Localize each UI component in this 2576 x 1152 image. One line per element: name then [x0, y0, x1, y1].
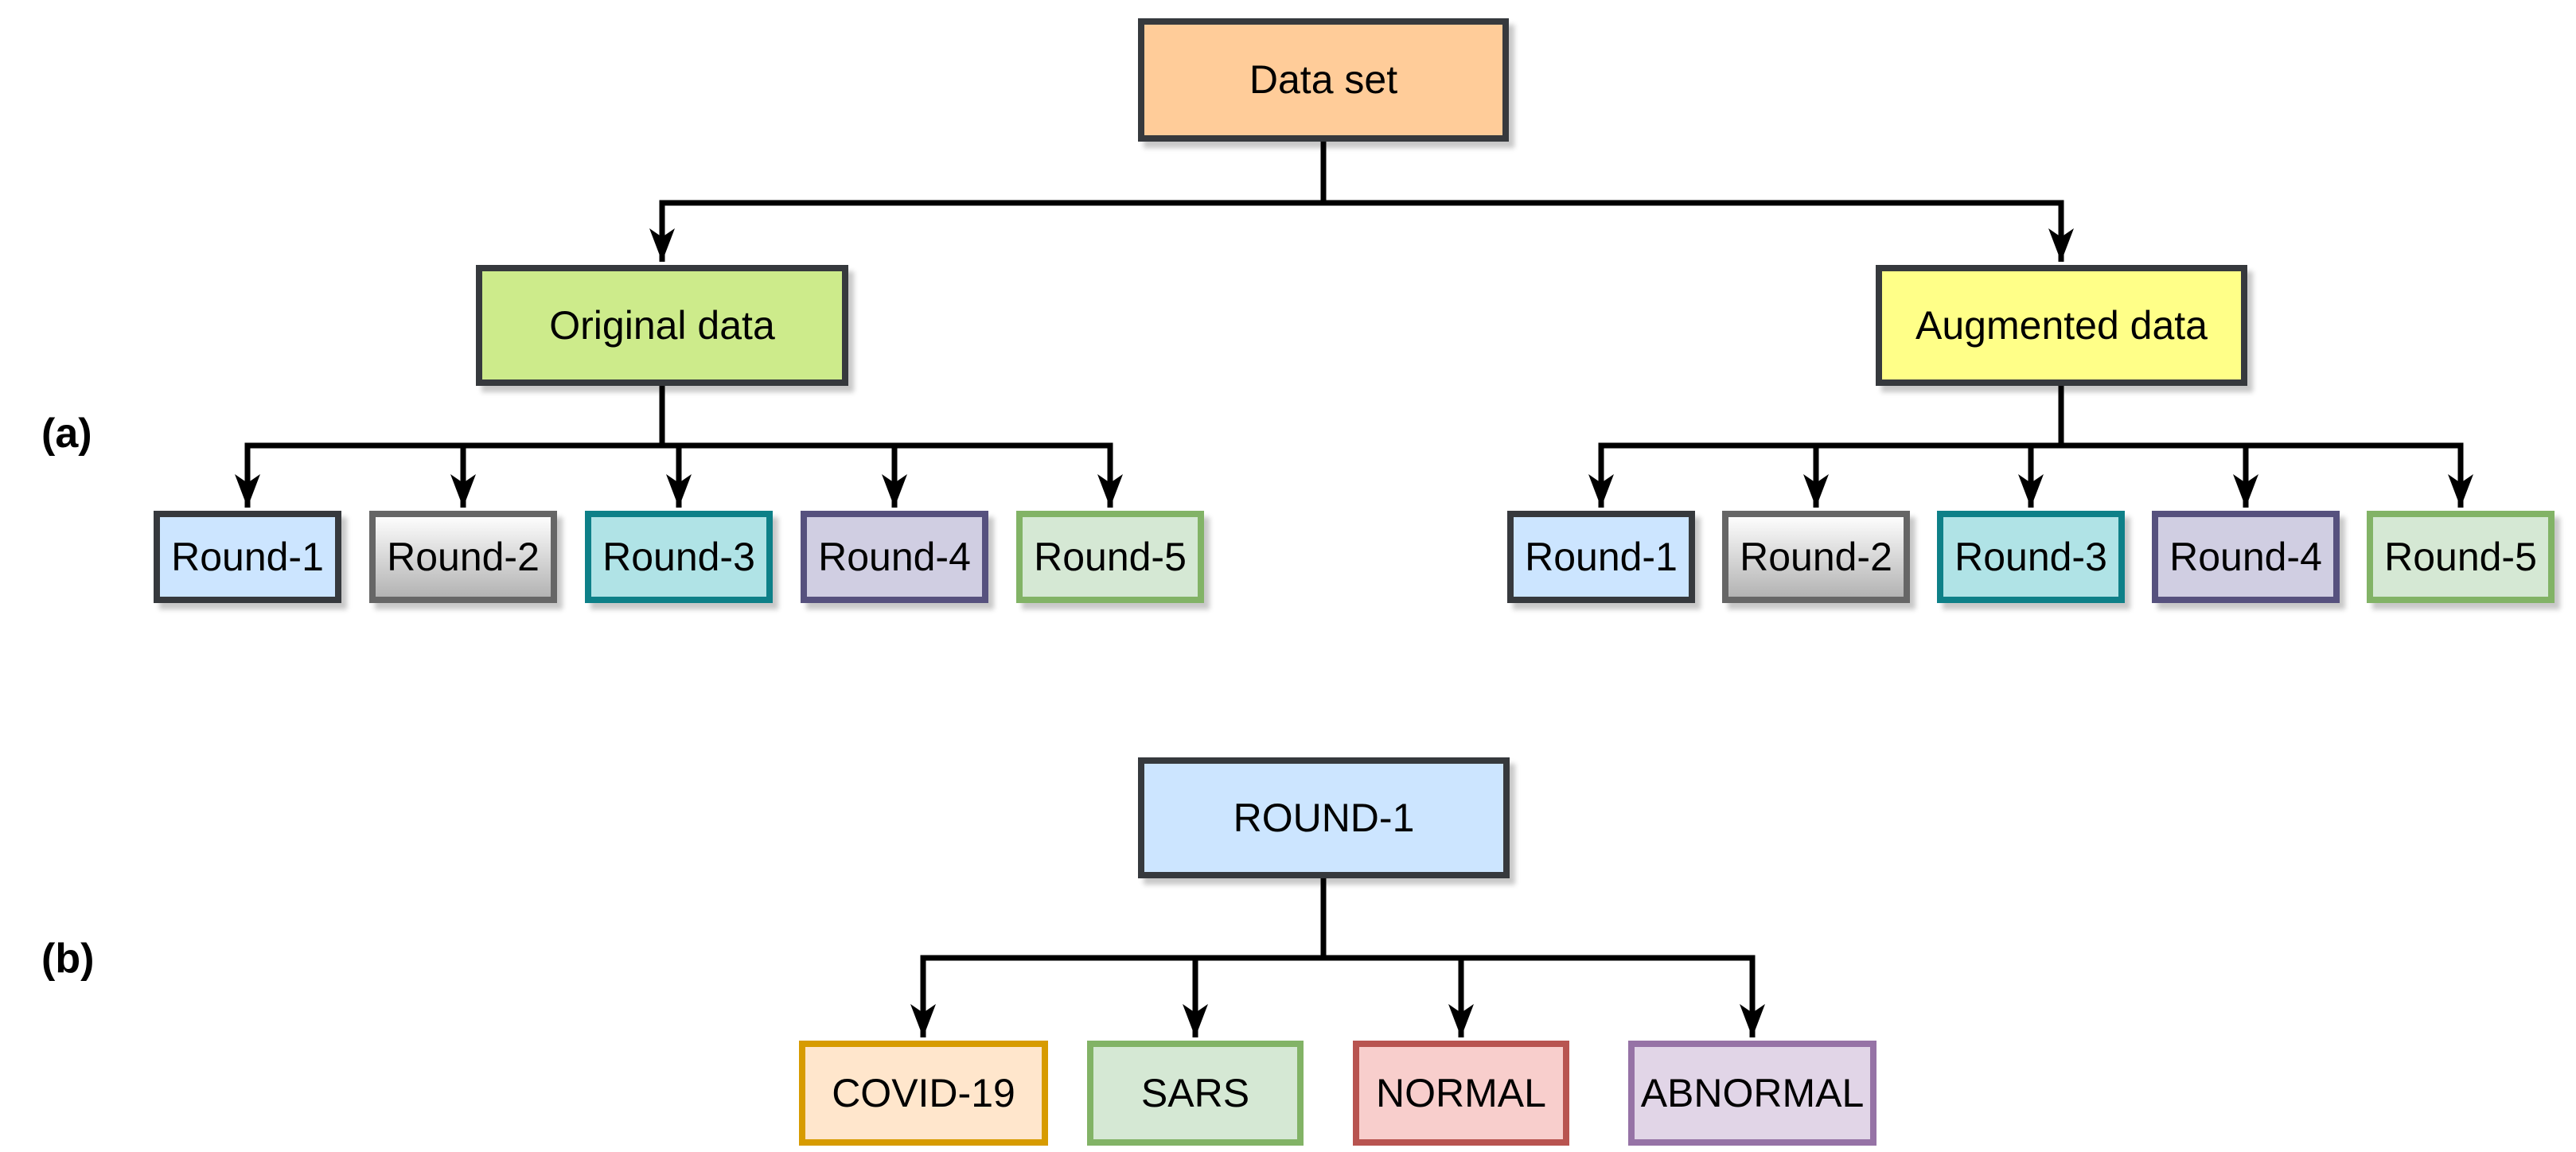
node-abnormal: ABNORMAL — [1628, 1041, 1876, 1146]
node-augmented-round-4: Round-4 — [2152, 511, 2340, 603]
node-augmented-data: Augmented data — [1876, 265, 2247, 386]
node-round1-b: ROUND-1 — [1138, 757, 1510, 878]
node-augmented-round-1: Round-1 — [1507, 511, 1695, 603]
node-covid19: COVID-19 — [799, 1041, 1048, 1146]
panel-a-label: (a) — [41, 411, 92, 457]
node-original-round-4: Round-4 — [801, 511, 988, 603]
node-original-round-1: Round-1 — [154, 511, 341, 603]
node-original-round-2: Round-2 — [369, 511, 557, 603]
node-sars: SARS — [1087, 1041, 1304, 1146]
node-original-data: Original data — [476, 265, 848, 386]
node-augmented-round-3: Round-3 — [1937, 511, 2125, 603]
node-augmented-round-2: Round-2 — [1722, 511, 1910, 603]
node-augmented-round-5: Round-5 — [2367, 511, 2555, 603]
node-original-round-5: Round-5 — [1016, 511, 1204, 603]
panel-b-label: (b) — [41, 936, 95, 982]
node-normal: NORMAL — [1353, 1041, 1569, 1146]
node-dataset: Data set — [1138, 18, 1509, 142]
node-original-round-3: Round-3 — [585, 511, 773, 603]
